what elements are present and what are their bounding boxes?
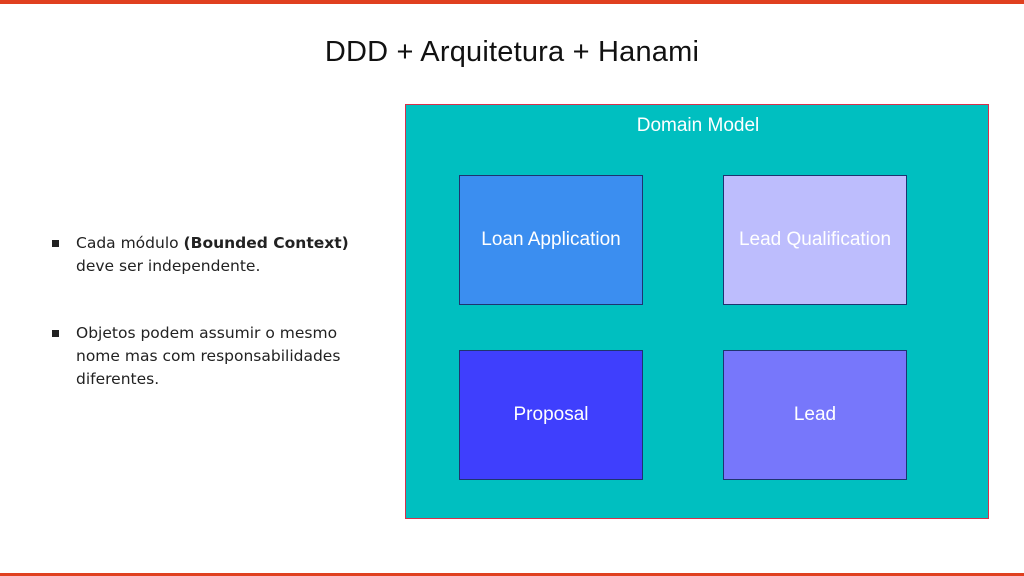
context-label: Loan Application	[481, 229, 621, 250]
context-proposal: Proposal	[459, 350, 643, 480]
bullet-text-prefix: Cada módulo	[76, 234, 184, 252]
top-accent-bar	[0, 0, 1024, 4]
square-bullet-icon	[52, 240, 59, 247]
bullet-item: Objetos podem assumir o mesmo nome mas c…	[52, 322, 352, 391]
bullet-item: Cada módulo (Bounded Context) deve ser i…	[52, 232, 352, 278]
context-label: Lead	[793, 404, 837, 425]
bullet-list: Cada módulo (Bounded Context) deve ser i…	[52, 232, 352, 391]
bottom-accent-bar	[0, 573, 1024, 576]
context-loan-application: Loan Application	[459, 175, 643, 305]
context-label: Proposal	[513, 404, 589, 425]
square-bullet-icon	[52, 330, 59, 337]
context-label: Lead Qualification	[738, 229, 892, 250]
bullet-text-suffix: deve ser independente.	[76, 257, 261, 275]
bullet-text: Objetos podem assumir o mesmo nome mas c…	[76, 324, 341, 388]
domain-model-label: Domain Model	[636, 115, 760, 136]
context-lead-qualification: Lead Qualification	[723, 175, 907, 305]
slide-title: DDD + Arquitetura + Hanami	[324, 36, 700, 68]
bullet-text-bold: (Bounded Context)	[183, 234, 349, 252]
context-lead: Lead	[723, 350, 907, 480]
domain-model-container: Domain Model Loan Application Lead Quali…	[405, 104, 989, 519]
